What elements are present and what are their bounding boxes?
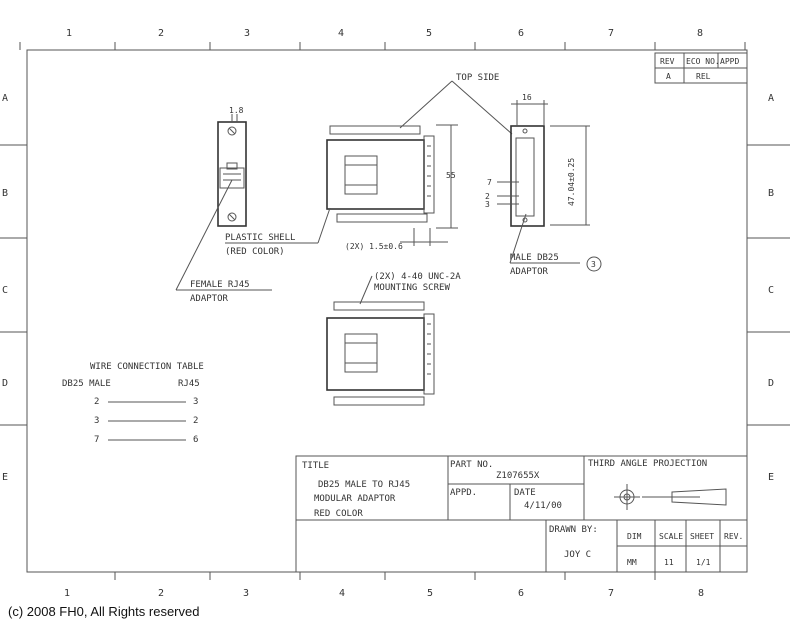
dim-header: DIM: [627, 532, 642, 541]
projection-symbol: [614, 484, 727, 510]
male-db25-leader: [509, 213, 580, 264]
copyright-notice: (c) 2008 FH0, All Rights reserved: [8, 604, 200, 619]
title-line-3: RED COLOR: [314, 509, 363, 519]
eco-value: REL: [696, 72, 711, 81]
pin-2-label: 2: [485, 192, 490, 201]
row-label-left-e: E: [2, 472, 8, 483]
part-no-value: Z107655X: [496, 471, 540, 481]
wire-lines: [108, 401, 186, 441]
title-label: TITLE: [302, 461, 329, 471]
title-block: [295, 455, 748, 573]
title-line-2: MODULAR ADAPTOR: [314, 494, 396, 504]
date-value: 4/11/00: [524, 501, 562, 511]
dim-value: MM: [627, 558, 637, 567]
dim-47-label: 47.04±0.25: [567, 158, 576, 206]
row-label-right-b: B: [768, 188, 774, 199]
callout-balloon: [586, 256, 602, 272]
adaptor-top-view: [326, 124, 458, 246]
wire-row-2-rj45: 2: [193, 416, 198, 426]
sheet-header: SHEET: [690, 532, 714, 541]
row-label-left-d: D: [2, 378, 8, 389]
col-label-top-5: 5: [426, 28, 432, 39]
wire-table-db25-header: DB25 MALE: [62, 379, 111, 389]
callout-balloon-number: 3: [591, 260, 596, 269]
part-no-label: PART NO.: [450, 460, 493, 470]
mounting-screw-label: MOUNTING SCREW: [374, 283, 450, 293]
col-label-top-4: 4: [338, 28, 344, 39]
scale-value: 11: [664, 558, 674, 567]
row-label-right-d: D: [768, 378, 774, 389]
rj45-dim-label: 1.8: [229, 106, 244, 115]
top-border-ticks: [19, 42, 746, 50]
drawn-by-value: JOY C: [564, 550, 591, 560]
top-side-label: TOP SIDE: [456, 73, 499, 83]
col-label-top-1: 1: [66, 28, 72, 39]
dim-55-label: 55: [446, 171, 456, 180]
col-label-top-7: 7: [608, 28, 614, 39]
pin-3-label: 3: [485, 200, 490, 209]
row-label-right-a: A: [768, 93, 774, 104]
projection-label: THIRD ANGLE PROJECTION: [588, 459, 707, 469]
red-color-label: (RED COLOR): [225, 247, 285, 257]
side-border-ticks: [0, 144, 790, 426]
plastic-shell-label: PLASTIC SHELL: [225, 233, 295, 243]
col-label-bottom-7: 7: [608, 588, 614, 599]
scale-header: SCALE: [659, 532, 683, 541]
wire-row-1-db25: 2: [94, 397, 99, 407]
appd-header: APPD: [720, 57, 739, 66]
row-label-right-e: E: [768, 472, 774, 483]
rev-header-title-block: REV.: [724, 532, 743, 541]
male-db25-label: MALE DB25: [510, 253, 559, 263]
screw-leader: [359, 275, 373, 305]
db25-side-view: [497, 100, 590, 227]
top-side-leaders: [399, 80, 513, 135]
col-label-bottom-2: 2: [158, 588, 164, 599]
row-label-left-a: A: [2, 93, 8, 104]
screw-label: (2X) 4-40 UNC-2A: [374, 272, 461, 282]
drawn-by-label: DRAWN BY:: [549, 525, 598, 535]
col-label-top-2: 2: [158, 28, 164, 39]
row-label-left-c: C: [2, 285, 8, 296]
wire-table-rj45-header: RJ45: [178, 379, 200, 389]
dim-16-label: 16: [522, 93, 532, 102]
male-db25-adaptor-label: ADAPTOR: [510, 267, 549, 277]
rev-value: A: [666, 72, 671, 81]
wire-row-2-db25: 3: [94, 416, 99, 426]
row-label-right-c: C: [768, 285, 774, 296]
col-label-top-3: 3: [244, 28, 250, 39]
col-label-bottom-6: 6: [518, 588, 524, 599]
col-label-top-6: 6: [518, 28, 524, 39]
rj45-end-view: [217, 114, 247, 227]
adaptor-bottom-view: [326, 301, 435, 406]
sheet-value: 1/1: [696, 558, 711, 567]
eco-header: ECO NO.: [686, 57, 720, 66]
col-label-bottom-3: 3: [243, 588, 249, 599]
title-line-1: DB25 MALE TO RJ45: [318, 480, 410, 490]
wire-row-3-db25: 7: [94, 435, 99, 445]
col-label-bottom-1: 1: [64, 588, 70, 599]
revision-block: [654, 52, 748, 84]
date-label: DATE: [514, 488, 536, 498]
col-label-bottom-5: 5: [427, 588, 433, 599]
wire-table-title: WIRE CONNECTION TABLE: [90, 362, 204, 372]
rev-header: REV: [660, 57, 675, 66]
shell-leader: [225, 207, 331, 244]
wire-row-3-rj45: 6: [193, 435, 198, 445]
col-label-bottom-8: 8: [698, 588, 704, 599]
dim-1-5-label: (2X) 1.5±0.6: [345, 242, 403, 251]
col-label-bottom-4: 4: [339, 588, 345, 599]
bottom-border-ticks: [114, 572, 656, 580]
pin-7-label: 7: [487, 178, 492, 187]
female-rj45-label: FEMALE RJ45: [190, 280, 250, 290]
female-rj45-leader: [175, 179, 272, 291]
row-label-left-b: B: [2, 188, 8, 199]
col-label-top-8: 8: [697, 28, 703, 39]
wire-row-1-rj45: 3: [193, 397, 198, 407]
appd-label: APPD.: [450, 488, 477, 498]
female-rj45-adaptor-label: ADAPTOR: [190, 294, 229, 304]
